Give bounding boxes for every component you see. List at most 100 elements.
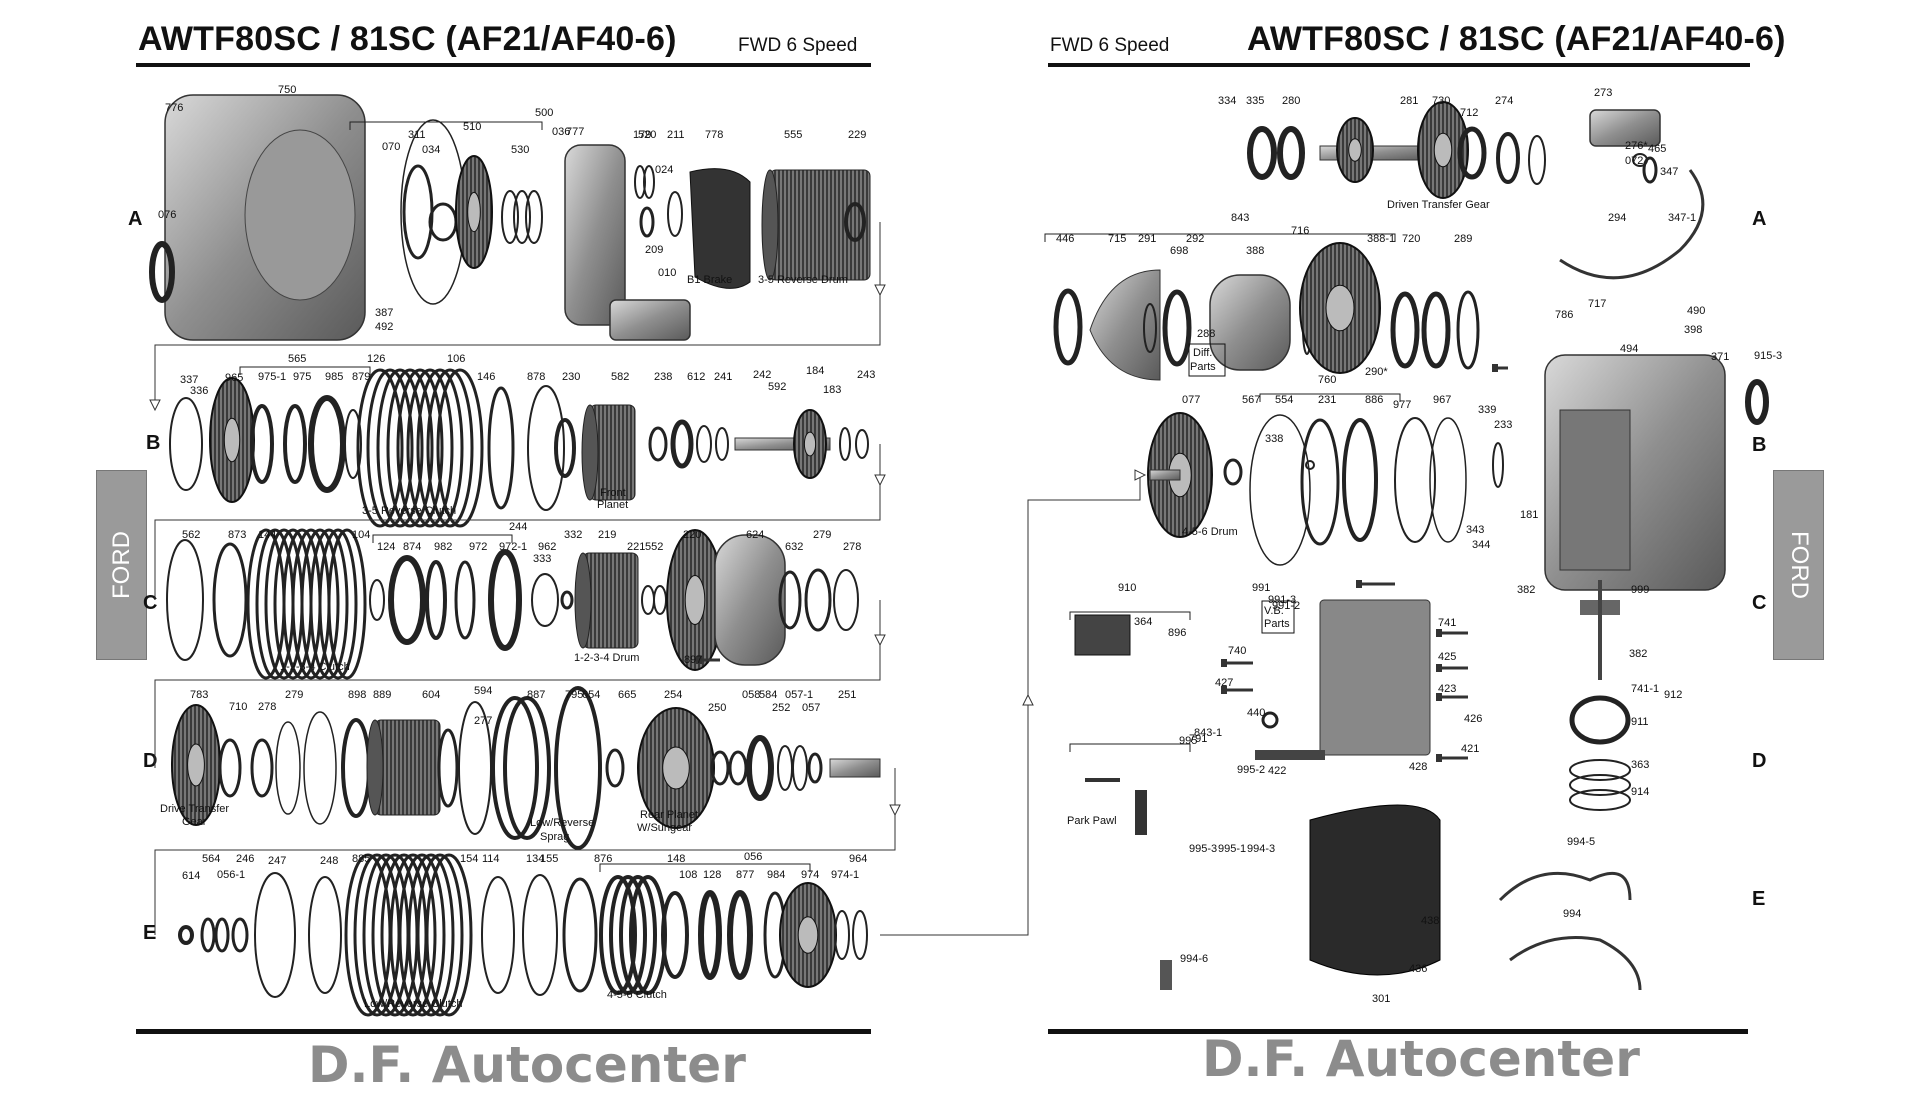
part-number-label: 879: [352, 371, 370, 383]
right-footer-brand: D.F. Autocenter: [1202, 1030, 1640, 1088]
part-caption: 3-5 Reverse Clutch: [362, 505, 456, 517]
part-number-label: 254: [664, 689, 682, 701]
ring-part: [605, 748, 625, 788]
ring-part: [852, 910, 868, 960]
part-number-label: 280: [1282, 95, 1300, 107]
flow-arrow: [1022, 693, 1034, 706]
part-number-label: 776: [165, 102, 183, 114]
part-number-label: 555: [784, 129, 802, 141]
part-number-label: 230: [562, 371, 580, 383]
part-number-label: 146: [477, 371, 495, 383]
part-number-label: 072: [1625, 155, 1643, 167]
ring-part: [648, 426, 668, 462]
group-bracket: [1044, 233, 1396, 242]
gear-hub: [187, 743, 205, 787]
ring-part: [1143, 303, 1157, 353]
part-number-label: 436: [1409, 963, 1427, 975]
right-diagram-page: FWD 6 Speed AWTF80SC / 81SC (AF21/AF40-6…: [960, 0, 1920, 1088]
part-number-label: 010: [658, 267, 676, 279]
ring-part: [834, 910, 850, 960]
part-number-label: 128: [703, 869, 721, 881]
ring-part: [250, 404, 274, 484]
part-number-label: 991: [1252, 582, 1270, 594]
ring-part: [425, 560, 447, 640]
group-bracket: [1259, 393, 1401, 402]
ring-part: [436, 368, 484, 528]
part-number-label: 490: [1687, 305, 1705, 317]
park-pawl: [1135, 790, 1147, 835]
part-number-label: 333: [533, 553, 551, 565]
part-number-label: 999: [1631, 584, 1649, 596]
part-number-label: 364: [1134, 616, 1152, 628]
part-number-label: 565: [288, 353, 306, 365]
diff-case: [1089, 269, 1161, 381]
part-number-label: 624: [746, 529, 764, 541]
part-number-label: 058: [742, 689, 760, 701]
drum-face: [761, 169, 779, 281]
ring-part: [807, 752, 823, 784]
left-row-label-d: D: [143, 750, 158, 772]
manual-shaft: [1074, 614, 1131, 656]
ring-part: [341, 718, 371, 818]
ring-part: [696, 425, 712, 463]
gear-hub: [467, 191, 481, 233]
ring-part: [1394, 417, 1436, 543]
ring-part: [554, 418, 576, 478]
ring-part: [166, 539, 204, 661]
right-title-rule: [1048, 63, 1750, 67]
ring-part: [522, 874, 558, 996]
ring-part: [643, 165, 655, 199]
part-number-label: 343: [1466, 524, 1484, 536]
ring-part: [1390, 291, 1420, 369]
ring-part: [1421, 291, 1451, 369]
part-number-label: 564: [202, 853, 220, 865]
ring-part: [300, 528, 340, 680]
part-number-label: 057: [802, 702, 820, 714]
right-row-label-a: A: [1752, 208, 1767, 230]
part-number-label: 592: [768, 381, 786, 393]
part-number-label: 311: [408, 129, 426, 141]
part-number-label: 108: [679, 869, 697, 881]
part-number-label: 991-2: [1272, 600, 1300, 612]
assembly-flow-lines: [149, 121, 1401, 936]
case-valve-area: [1559, 409, 1631, 571]
part-number-label: 791: [1189, 733, 1207, 745]
part-number-label: 301: [1372, 993, 1390, 1005]
part-number-label: 336: [190, 385, 208, 397]
part-number-label: 427: [1215, 677, 1233, 689]
part-number-label: 740: [1228, 645, 1246, 657]
part-number-label: 974: [801, 869, 819, 881]
part-caption: Parts: [1264, 618, 1290, 630]
ring-part: [425, 853, 473, 1017]
ring-part: [1305, 460, 1315, 470]
ring-part: [308, 876, 342, 994]
bolt-head: [1436, 629, 1442, 637]
ring-part: [513, 190, 531, 244]
ring-part: [218, 738, 242, 798]
gear-hub: [1433, 132, 1453, 168]
ring-part: [454, 560, 476, 640]
ring-part: [1569, 774, 1631, 796]
part-number-label: 594: [474, 685, 492, 697]
part-number-label: 967: [1433, 394, 1451, 406]
part-caption: B1 Brake: [687, 274, 732, 286]
part-number-label: 134: [526, 853, 544, 865]
part-number-label: 889: [373, 689, 391, 701]
part-number-label: 278: [258, 701, 276, 713]
part-number-label: 492: [375, 321, 393, 333]
part-caption: Parts: [1190, 361, 1216, 373]
part-number-label: 114: [482, 853, 500, 865]
part-number-label: 778: [705, 129, 723, 141]
ring-part: [356, 368, 404, 528]
ring-part: [426, 368, 474, 528]
part-number-label: 221: [627, 541, 645, 553]
part-number-label: 632: [785, 541, 803, 553]
part-number-label: 076: [158, 209, 176, 221]
drum-part: [769, 169, 871, 281]
part-caption: Rear Planet: [640, 809, 698, 821]
part-number-label: 750: [278, 84, 296, 96]
part-caption: Sprag: [540, 831, 569, 843]
part-number-label: 337: [180, 374, 198, 386]
gear-hub: [1348, 138, 1362, 162]
